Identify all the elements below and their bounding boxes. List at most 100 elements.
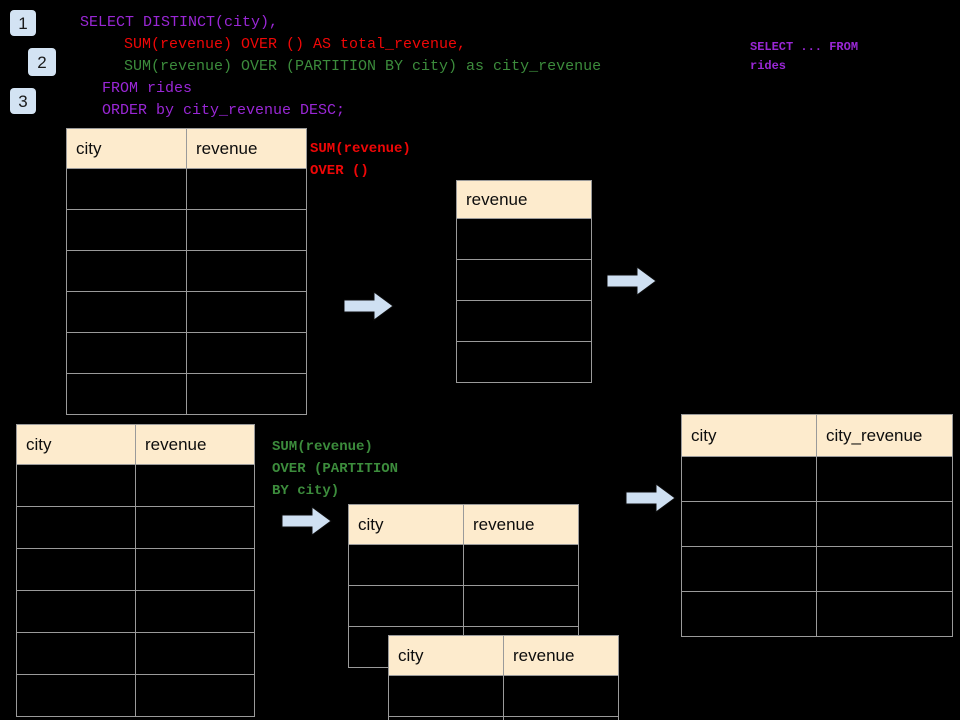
- table-cell: [463, 585, 579, 627]
- table-row: [348, 585, 579, 627]
- column-header-revenue: revenue: [135, 424, 255, 465]
- sum-over-partition-annotation: SUM(revenue) OVER (PARTITION BY city): [272, 436, 398, 502]
- table-header-row: revenue: [456, 180, 592, 219]
- column-header-city: city: [66, 128, 187, 169]
- step-badge-2[interactable]: 2: [28, 48, 56, 76]
- table-cell: [16, 464, 136, 507]
- table-row: [66, 250, 307, 292]
- column-header-city_revenue: city_revenue: [816, 414, 953, 457]
- table-row: [16, 674, 255, 717]
- table-row: [681, 546, 953, 592]
- table-cell: [135, 464, 255, 507]
- sum-over-empty-annotation-line-2: OVER (): [310, 163, 369, 179]
- sum-over-partition-annotation-line-3: BY city): [272, 483, 340, 499]
- table-row: [456, 300, 592, 342]
- arrow-source-to-total: [344, 291, 394, 321]
- sql-line-5: ORDER by city_revenue DESC;: [102, 102, 346, 119]
- select-from-rides-note: SELECT ... FROM rides: [750, 38, 858, 76]
- arrow-shape: [607, 266, 657, 296]
- arrow-shape: [344, 291, 394, 321]
- sql-query-block: SELECT DISTINCT(city), SUM(revenue) OVER …: [80, 12, 601, 122]
- table-cell: [66, 373, 187, 415]
- table-cell: [816, 456, 953, 502]
- table-row: [66, 209, 307, 251]
- sum-over-empty-annotation-line-1: SUM(revenue): [310, 141, 411, 157]
- table-cell: [456, 300, 592, 342]
- table-cell: [463, 544, 579, 586]
- table-row: [66, 373, 307, 415]
- column-header-revenue: revenue: [503, 635, 619, 676]
- table-cell: [186, 332, 307, 374]
- table-row: [16, 548, 255, 591]
- table-cell: [186, 209, 307, 251]
- side-note-line-2: rides: [750, 59, 787, 73]
- table-row: [456, 259, 592, 301]
- table-cell: [456, 218, 592, 260]
- table-row: [388, 716, 619, 720]
- table-row: [681, 456, 953, 502]
- table-cell: [66, 168, 187, 210]
- total-revenue-table: revenue: [456, 180, 592, 383]
- table-row: [348, 544, 579, 586]
- sql-line-3: SUM(revenue) OVER (PARTITION BY city) as…: [124, 58, 602, 75]
- table-cell: [388, 675, 504, 717]
- column-header-revenue: revenue: [186, 128, 307, 169]
- sql-line-4: FROM rides: [102, 80, 193, 97]
- table-row: [66, 168, 307, 210]
- table-cell: [681, 456, 817, 502]
- table-row: [66, 332, 307, 374]
- arrow-source-to-partition: [281, 506, 332, 536]
- step-badge-1[interactable]: 1: [10, 10, 36, 36]
- table-cell: [66, 291, 187, 333]
- table-cell: [816, 546, 953, 592]
- arrow-total-to-result: [607, 266, 657, 296]
- table-cell: [456, 341, 592, 383]
- table-cell: [135, 506, 255, 549]
- table-cell: [388, 716, 504, 720]
- table-cell: [135, 590, 255, 633]
- table-cell: [681, 591, 817, 637]
- sum-over-partition-annotation-line-2: OVER (PARTITION: [272, 461, 399, 477]
- table-row: [681, 591, 953, 637]
- table-cell: [186, 373, 307, 415]
- table-row: [456, 218, 592, 260]
- table-cell: [456, 259, 592, 301]
- table-cell: [135, 632, 255, 675]
- table-row: [16, 590, 255, 633]
- step-badge-3[interactable]: 3: [10, 88, 36, 114]
- column-header-revenue: revenue: [463, 504, 579, 545]
- table-cell: [186, 168, 307, 210]
- table-cell: [348, 585, 464, 627]
- table-row: [66, 291, 307, 333]
- table-cell: [16, 632, 136, 675]
- column-header-city: city: [388, 635, 504, 676]
- table-cell: [503, 675, 619, 717]
- table-cell: [135, 548, 255, 591]
- column-header-city: city: [348, 504, 464, 545]
- side-note-line-1: SELECT ... FROM: [750, 40, 859, 54]
- table-cell: [681, 501, 817, 547]
- column-header-city: city: [16, 424, 136, 465]
- table-row: [456, 341, 592, 383]
- table-row: [16, 464, 255, 507]
- table-cell: [681, 546, 817, 592]
- arrow-shape: [625, 483, 676, 513]
- sql-line-1: SELECT DISTINCT(city),: [80, 14, 279, 31]
- table-cell: [16, 674, 136, 717]
- table-cell: [66, 250, 187, 292]
- table-cell: [348, 544, 464, 586]
- table-row: [16, 506, 255, 549]
- sum-over-partition-annotation-line-1: SUM(revenue): [272, 439, 373, 455]
- table-row: [388, 675, 619, 717]
- table-cell: [66, 332, 187, 374]
- sql-line-2: SUM(revenue) OVER () AS total_revenue,: [124, 36, 467, 53]
- table-row: [16, 632, 255, 675]
